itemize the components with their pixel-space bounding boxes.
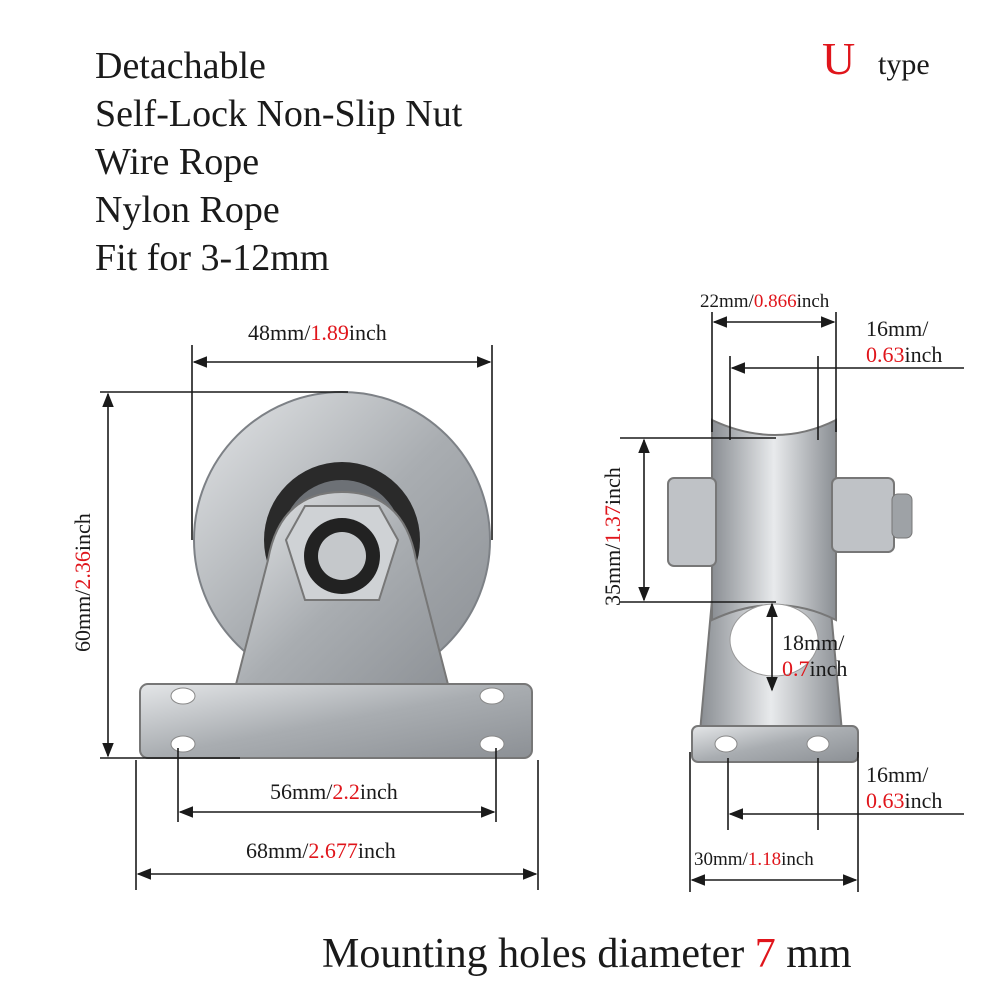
side-hole [806, 735, 830, 753]
front-hole [479, 687, 505, 705]
side-hole [714, 735, 738, 753]
mounting-hole-note: Mounting holes diameter 7 mm [322, 931, 852, 977]
dim-front-hole-spacing: 56mm/2.2inch [270, 779, 398, 804]
type-word: type [878, 48, 930, 81]
feature-nylon-rope: Nylon Rope [95, 189, 280, 231]
front-hole [170, 735, 196, 753]
dim-side-hole-spacing: 16mm/0.63inch [866, 762, 943, 813]
dim-overall-width: 22mm/0.866inch [700, 291, 830, 312]
side-wheel [711, 418, 837, 622]
side-base-plate [691, 725, 859, 763]
front-hole [170, 687, 196, 705]
feature-detachable: Detachable [95, 45, 266, 87]
dim-bracket-height: 18mm/0.7inch [782, 630, 848, 681]
side-axle-end [891, 493, 913, 539]
front-base-plate [139, 683, 533, 759]
side-dimensions [620, 312, 964, 892]
dim-wheel-diameter: 48mm/1.89inch [248, 320, 387, 345]
dim-height: 60mm/2.36inch [70, 513, 95, 652]
front-dimensions [100, 345, 539, 890]
dim-base-length: 68mm/2.677inch [246, 838, 396, 863]
side-right-nut [831, 477, 895, 553]
dim-groove-height: 35mm/1.37inch [600, 467, 625, 606]
type-letter: U [822, 33, 856, 84]
feature-fit-range: Fit for 3-12mm [95, 237, 330, 279]
dim-base-width: 30mm/1.18inch [694, 849, 814, 870]
feature-wire-rope: Wire Rope [95, 141, 260, 183]
feature-self-lock-nut: Self-Lock Non-Slip Nut [95, 93, 463, 135]
front-hole [479, 735, 505, 753]
side-left-nut [667, 477, 717, 567]
front-view-pulley [139, 391, 533, 759]
dim-wheel-width: 16mm/0.63inch [866, 316, 943, 367]
side-view-pulley [667, 418, 913, 763]
